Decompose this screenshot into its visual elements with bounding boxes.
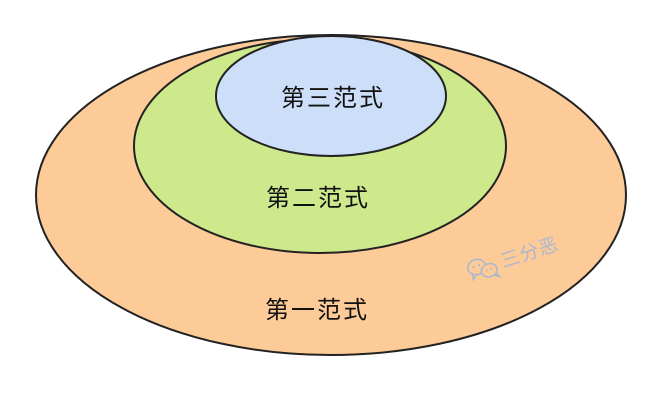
third-normal-form-label: 第三范式 <box>281 84 385 112</box>
first-normal-form-label: 第一范式 <box>265 296 369 324</box>
third-normal-form-ellipse <box>215 35 447 157</box>
wechat-icon <box>466 258 503 282</box>
second-normal-form-label: 第二范式 <box>266 184 370 212</box>
